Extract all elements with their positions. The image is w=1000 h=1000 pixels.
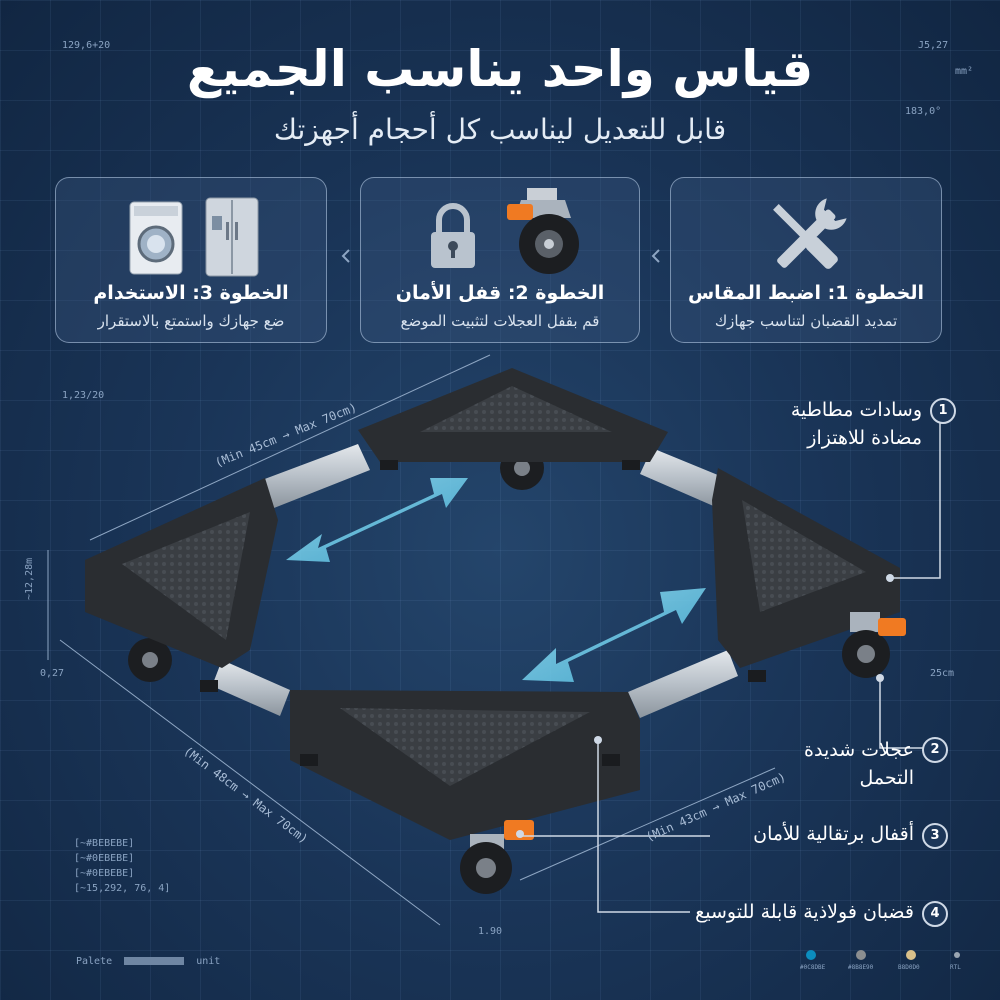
step-card-2: الخطوة 2: قفل الأمان قم بقفل العجلات لتث… (360, 177, 640, 343)
tech-label-right-small: 25cm (930, 668, 955, 679)
step-card-3: الخطوة 3: الاستخدام ضع جهازك واستمتع بال… (55, 177, 327, 343)
chevron-left-icon (651, 249, 660, 263)
callout-number-1: 1 (930, 398, 956, 424)
callout-heavy-wheels: عجلات شديدة التحمل (660, 736, 914, 792)
wheel (460, 820, 534, 894)
steel-bar (640, 448, 730, 508)
callout-number-2: 2 (922, 737, 948, 763)
step-2-title: الخطوة 2: قفل الأمان (395, 282, 605, 304)
appliance-base-illustration (47, 354, 941, 926)
swatch (906, 950, 916, 960)
appliance-icon (56, 188, 326, 288)
swatch (954, 952, 960, 958)
callout-2-line1: عجلات شديدة (804, 739, 914, 761)
callout-1-line2: مضادة للاهتزاز (807, 427, 922, 449)
callout-number-3: 3 (922, 823, 948, 849)
swatch (856, 950, 866, 960)
step-card-1: الخطوة 1: اضبط المقاس تمديد القضبان لتنا… (670, 177, 942, 343)
page-title: قياس واحد يناسب الجميع (186, 40, 814, 98)
color-codes: [~#BEBEBE] [~#0EBEBE] [~#0EBEBE] [~15,29… (74, 836, 170, 896)
page-subtitle: قابل للتعديل ليناسب كل أحجام أجهزتك (273, 113, 727, 146)
chevron-left-icon (341, 249, 350, 263)
swatch-label: #8B8E90 (848, 964, 874, 971)
tech-label-top-left: 129,6+20 (62, 40, 111, 51)
callout-number-4: 4 (922, 901, 948, 927)
steel-bar (628, 650, 738, 718)
palette-legend: Palete unit (76, 956, 220, 967)
step-2-desc: قم بقفل العجلات لتثبيت الموضع (400, 312, 600, 330)
code-line: [~#0EBEBE] (74, 868, 135, 879)
code-line: [~#0EBEBE] (74, 853, 135, 864)
wheel (128, 638, 172, 682)
orange-lock (504, 820, 534, 840)
swatch-label: RTL (950, 964, 961, 971)
tech-label-mid-left: 1,23/20 (62, 390, 105, 401)
steel-bar (212, 660, 290, 716)
callout-steel-bars: قضبان فولاذية قابلة للتوسيع (695, 901, 914, 923)
tech-label-bottom-small: 1.90 (478, 926, 503, 937)
swatch-label: B8D0D0 (898, 964, 920, 971)
swatch-label: #0C8DBE (800, 964, 826, 971)
code-line: [~15,292, 76, 4] (74, 883, 171, 894)
tech-label-left-small: 0,27 (40, 668, 65, 679)
expand-arrow (522, 588, 706, 682)
callout-1-line1: وسادات مطاطية (790, 399, 922, 421)
step-1-desc: تمديد القضبان لتناسب جهازك (714, 312, 898, 330)
callout-orange-locks: أقفال برتقالية للأمان (753, 823, 914, 845)
callout-2-line2: التحمل (859, 767, 914, 789)
step-3-desc: ضع جهازك واستمتع بالاستقرار (97, 312, 285, 330)
tech-label-angle: 183,0° (905, 106, 942, 117)
callout-rubber-pads: وسادات مطاطية مضادة للاهتزاز (660, 396, 922, 452)
lock-wheel-icon (361, 182, 639, 288)
steel-bar (262, 444, 370, 508)
swatch-row: #0C8DBE #8B8E90 B8D0D0 RTL (780, 950, 980, 980)
orange-lock (878, 618, 906, 636)
expand-arrow (286, 478, 468, 562)
swatch (806, 950, 816, 960)
wheel (842, 612, 906, 678)
tech-unit-top-right: mm² (955, 66, 974, 77)
code-line: [~#BEBEBE] (74, 838, 135, 849)
step-3-title: الخطوة 3: الاستخدام (93, 282, 289, 304)
unit-label: unit (196, 956, 221, 967)
tools-icon (671, 188, 941, 288)
palette-label: Palete (76, 956, 113, 967)
tech-label-top-right: J5,27 (918, 40, 949, 51)
step-1-title: الخطوة 1: اضبط المقاس (687, 282, 925, 304)
palette-bar (124, 957, 185, 965)
